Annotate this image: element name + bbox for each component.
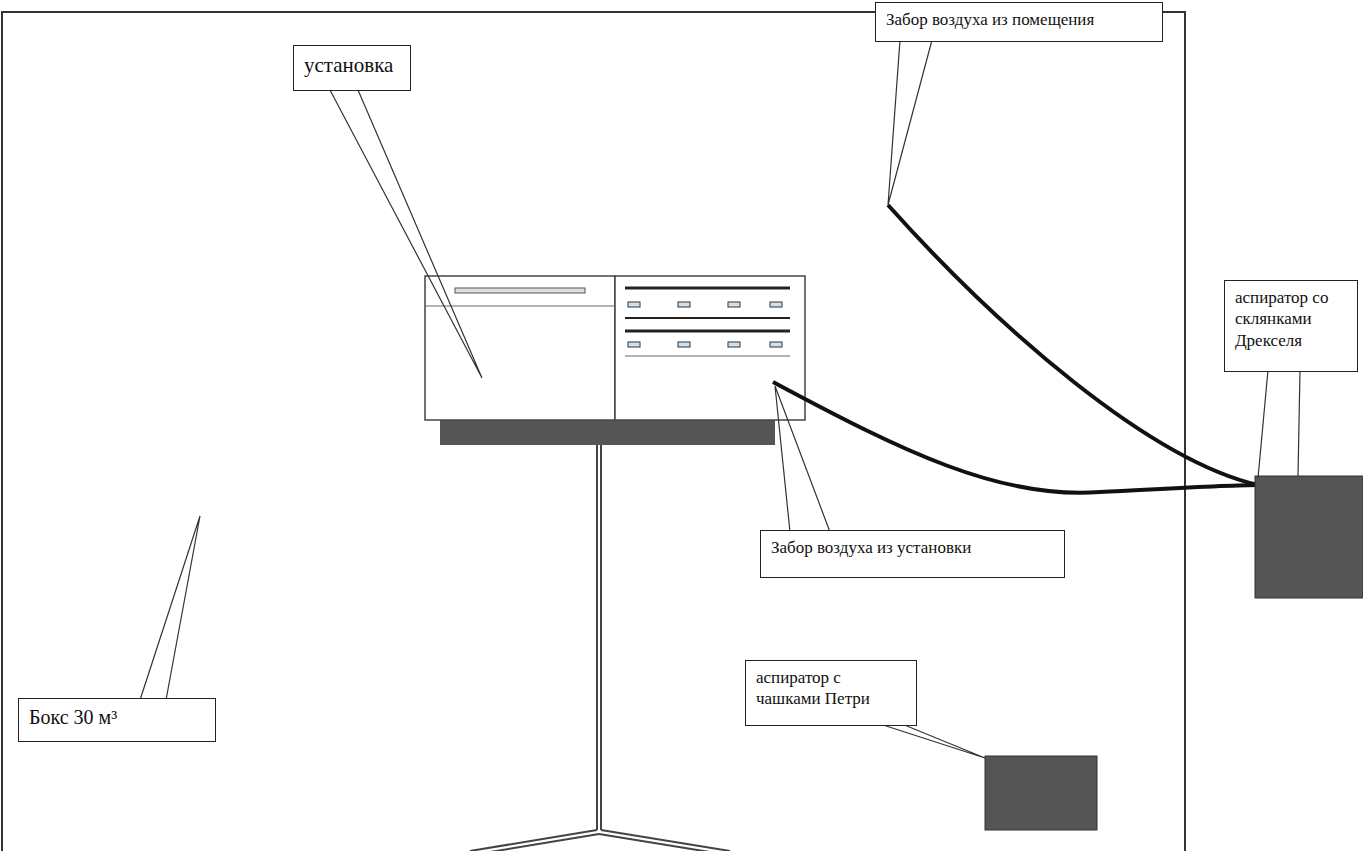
callout-box: Забор воздуха из помещения xyxy=(875,2,1163,42)
callout-box: аспиратор со склянками Дрекселя xyxy=(1224,280,1358,372)
aspirator xyxy=(985,756,1097,830)
room-frame xyxy=(2,12,1185,851)
callout-text: установка xyxy=(304,52,400,78)
tripod-stand xyxy=(470,445,730,851)
callout-box: установка xyxy=(293,45,411,91)
callout-box: аспиратор с чашками Петри xyxy=(745,660,917,726)
callout-text: аспиратор с чашками Петри xyxy=(756,667,906,710)
callout-text: Забор воздуха из установки xyxy=(771,537,1054,558)
callout-box: Забор воздуха из установки xyxy=(760,530,1065,578)
callout-text: Бокс 30 м³ xyxy=(29,705,205,730)
callout-tail xyxy=(140,40,1300,758)
air-tube xyxy=(888,205,1258,485)
callout-text: Забор воздуха из помещения xyxy=(886,9,1152,30)
aspirator xyxy=(1255,476,1363,598)
callout-box: Бокс 30 м³ xyxy=(18,698,216,742)
air-tube xyxy=(773,382,1258,493)
callout-text: аспиратор со склянками Дрекселя xyxy=(1235,287,1347,351)
apparatus xyxy=(425,276,805,445)
